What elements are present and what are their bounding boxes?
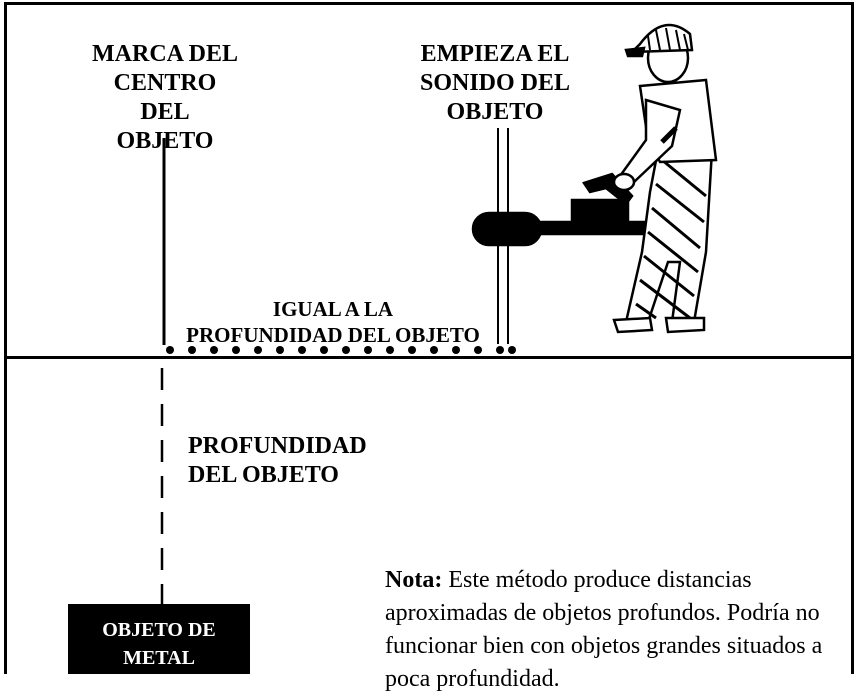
sound-start-label-line2: SONIDO DEL — [419, 70, 571, 96]
sound-start-label-line1: EMPIEZA EL — [420, 41, 570, 67]
center-mark-label: MARCA DEL CENTRO DEL OBJETO — [92, 40, 238, 156]
center-mark-label-line3: OBJETO — [116, 128, 214, 154]
note-text: Este método produce distancias aproximad… — [385, 567, 823, 692]
metal-object-label-line1: OBJETO DE — [102, 619, 216, 641]
person-with-metal-detector-icon — [471, 23, 718, 334]
diagram-artwork — [160, 23, 718, 604]
sound-start-label-line3: OBJETO — [446, 99, 544, 125]
center-mark-label-line1: MARCA DEL — [92, 41, 239, 67]
ground-line — [4, 356, 854, 359]
equal-depth-label: IGUAL A LA PROFUNDIDAD DEL OBJETO — [168, 296, 498, 348]
metal-object-label-line2: METAL — [123, 647, 195, 669]
note-label: Nota: — [385, 567, 443, 593]
sound-start-label: EMPIEZA EL SONIDO DEL OBJETO — [414, 40, 576, 127]
center-mark-label-line2: CENTRO DEL — [113, 70, 217, 125]
equal-depth-label-line1: IGUAL A LA — [272, 297, 394, 321]
dotted-distance-line — [166, 346, 516, 354]
object-depth-label-line1: PROFUNDIDAD — [188, 433, 367, 459]
object-depth-label-line2: DEL OBJETO — [188, 462, 339, 488]
diagram-frame — [4, 2, 854, 674]
note-paragraph: Nota: Este método produce distancias apr… — [385, 564, 855, 696]
equal-depth-label-line2: PROFUNDIDAD DEL OBJETO — [186, 323, 480, 347]
metal-object-box: OBJETO DE METAL — [68, 604, 250, 674]
object-depth-label: PROFUNDIDAD DEL OBJETO — [188, 432, 408, 490]
